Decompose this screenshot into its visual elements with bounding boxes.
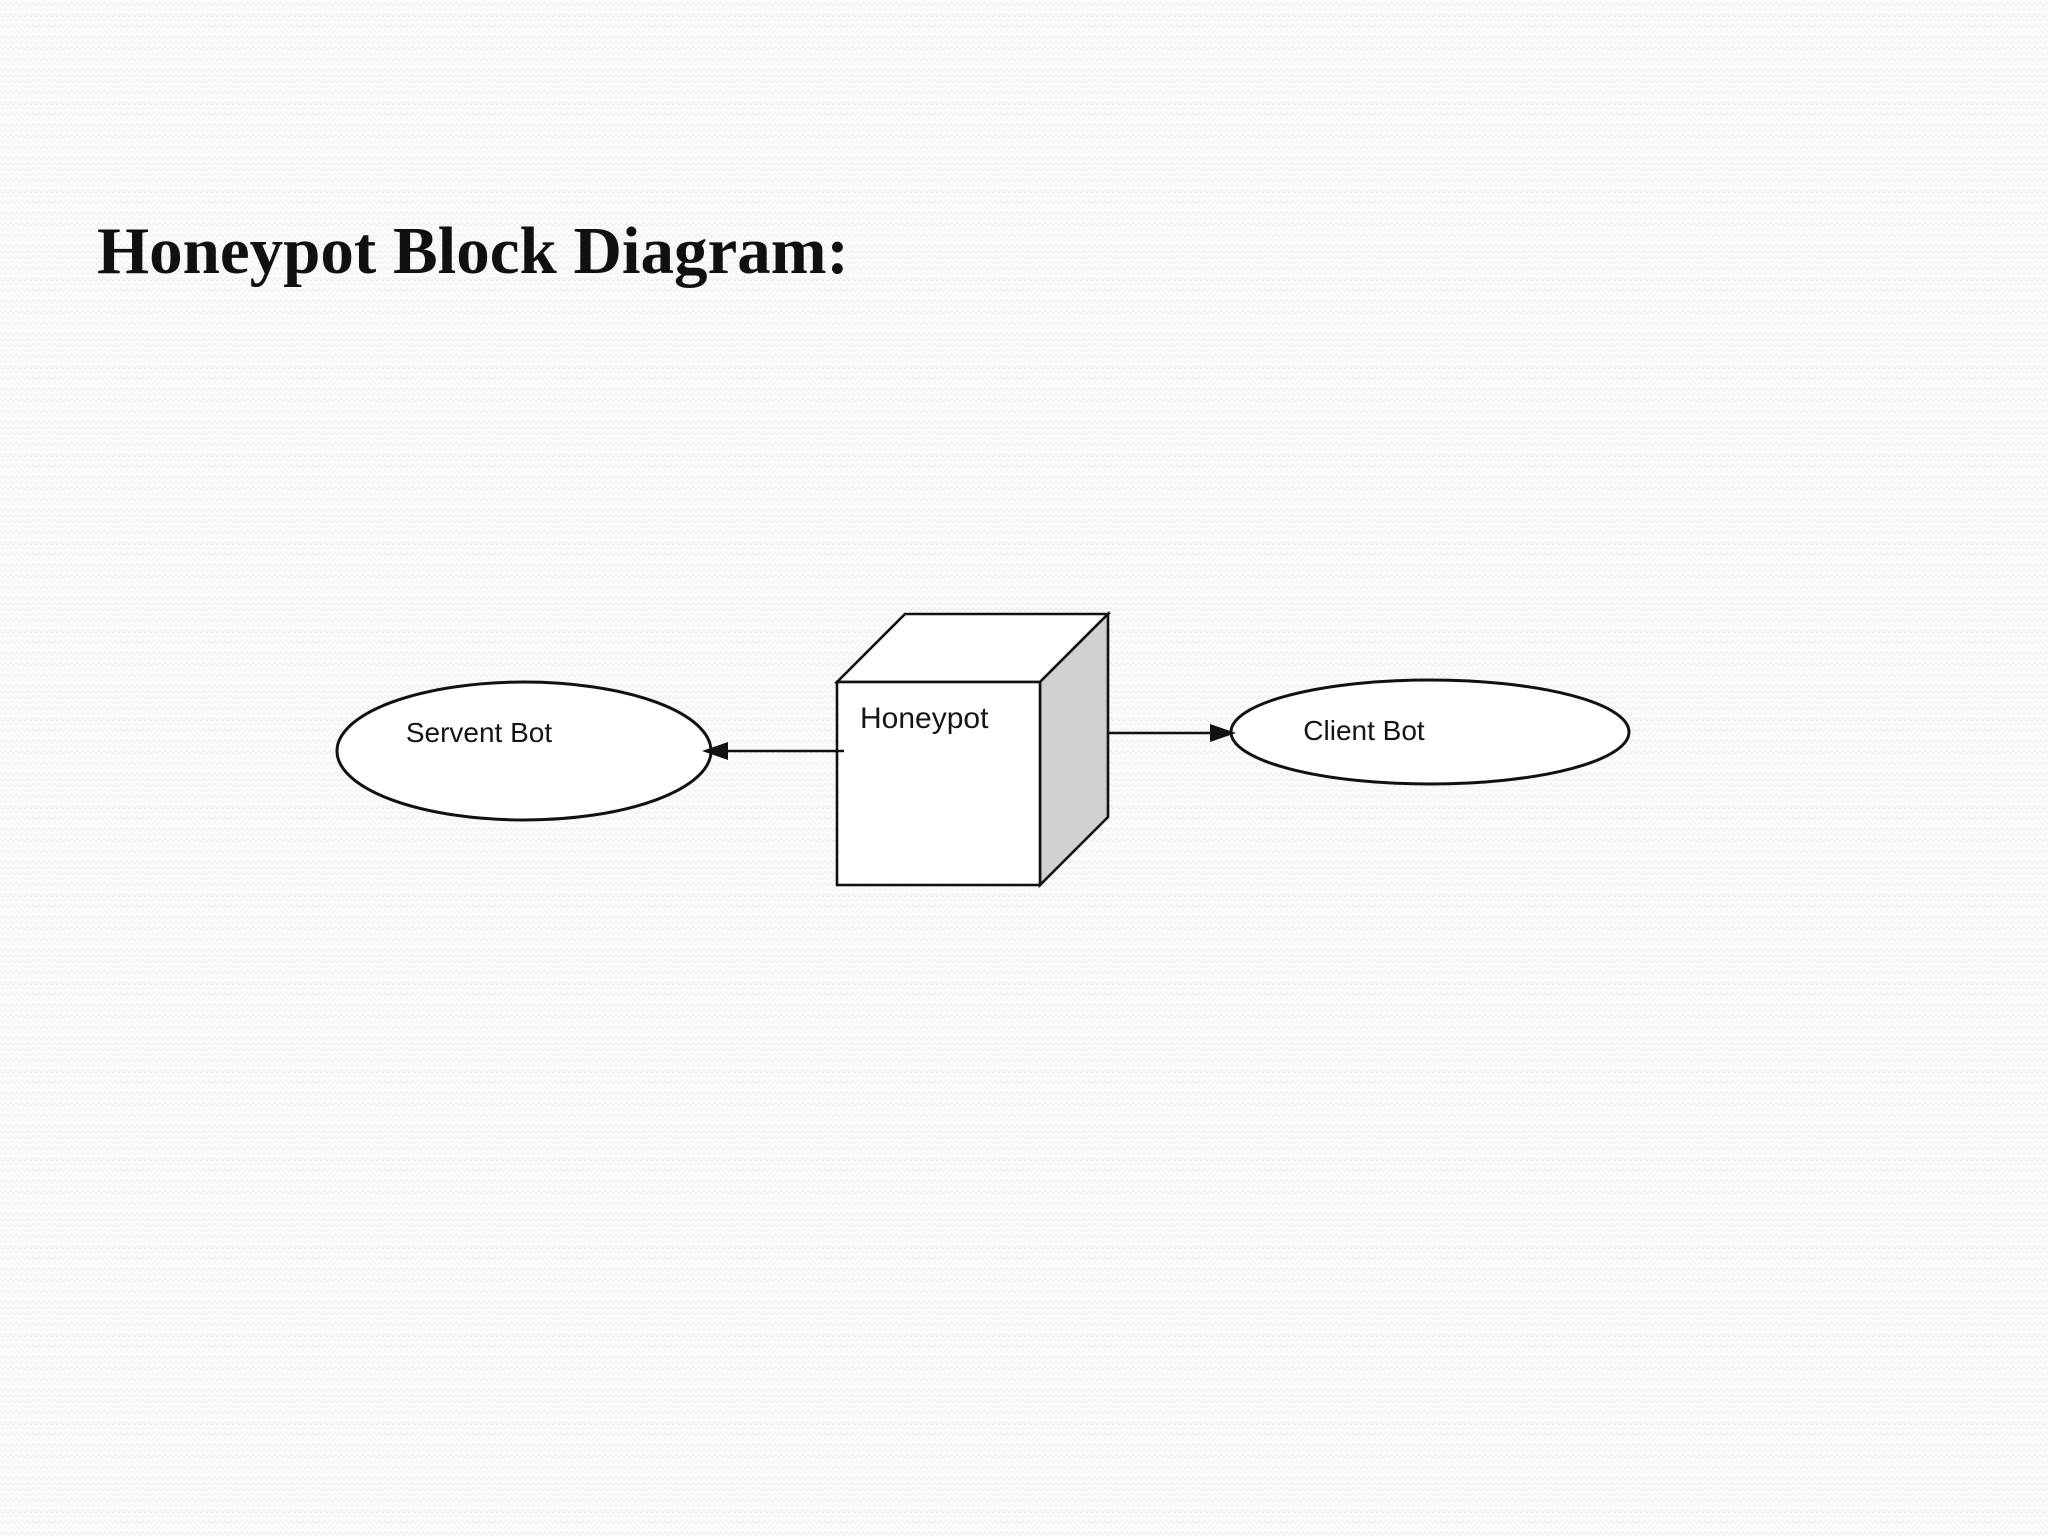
honeypot-label: Honeypot [860,702,989,735]
servent-bot-label: Servent Bot [406,717,553,748]
client-bot-label: Client Bot [1303,715,1425,746]
client-bot-node: Client Bot [1229,678,1631,786]
client-bot-shape [1229,678,1631,786]
cube-front-face [835,680,1042,887]
edge-honeypot-to-servent [702,742,844,760]
servent-bot-node: Servent Bot [335,680,713,822]
honeypot-node: Honeypot [833,610,1112,889]
servent-bot-shape [335,680,713,822]
edge-honeypot-to-client [1108,724,1236,742]
page-title: Honeypot Block Diagram: [97,214,849,288]
arrowhead-left-icon [702,742,728,760]
arrowhead-right-icon [1210,724,1236,742]
